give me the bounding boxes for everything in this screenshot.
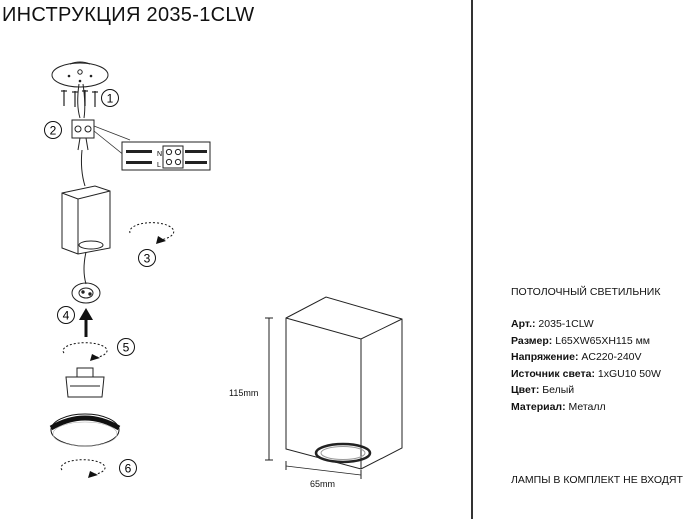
step-5-marker: 5	[117, 338, 135, 356]
mounting-plate-illustration	[51, 61, 109, 88]
spec-label: Размер:	[511, 334, 553, 347]
spec-row: Размер: L65XW65XH115 мм	[511, 333, 650, 350]
spec-row: Арт.: 2035-1CLW	[511, 316, 594, 333]
spec-value: AC220-240V	[581, 351, 642, 363]
luminaire-body-illustration	[61, 185, 111, 255]
svg-text:4: 4	[63, 309, 70, 323]
lamps-not-included-note: ЛАМПЫ В КОМПЛЕКТ НЕ ВХОДЯТ	[511, 474, 683, 486]
spec-row: Цвет: Белый	[511, 382, 574, 399]
step-3-marker: 3	[138, 249, 156, 267]
step-6-marker: 6	[119, 459, 137, 477]
spec-value: 1xGU10 50W	[597, 367, 661, 380]
spec-label: Материал:	[511, 400, 566, 413]
spec-label: Арт.:	[511, 318, 536, 330]
spec-label: Источник света:	[511, 367, 595, 380]
svg-text:2: 2	[50, 124, 57, 138]
wire-letter-l: L	[157, 162, 161, 169]
step-1-marker: 1	[101, 89, 119, 107]
product-type: ПОТОЛОЧНЫЙ СВЕТИЛЬНИК	[511, 286, 661, 298]
step-4-marker: 4	[57, 306, 75, 324]
gu10-socket-illustration	[71, 282, 101, 304]
terminal-block-illustration	[71, 119, 131, 161]
rotate-icon	[62, 342, 108, 361]
wiring-detail-illustration	[121, 141, 211, 171]
spec-value: Металл	[568, 400, 606, 413]
spec-value: L65XW65XH115 мм	[555, 334, 651, 347]
trim-ring-illustration	[49, 413, 121, 447]
wire-letter-n: N	[157, 151, 162, 158]
spec-value: 2035-1CLW	[538, 318, 594, 330]
spec-label: Цвет:	[511, 384, 540, 396]
spec-value: Белый	[542, 384, 575, 396]
gu10-lamp-illustration	[65, 367, 105, 398]
page-title: ИНСТРУКЦИЯ 2035-1CLW	[2, 4, 255, 26]
rotate-icon	[60, 459, 106, 478]
spec-row: Источник света: 1xGU10 50W	[511, 366, 661, 383]
screw-icons	[61, 90, 98, 107]
svg-text:3: 3	[144, 252, 151, 266]
spec-label: Напряжение:	[511, 351, 579, 363]
product-dimension-drawing	[265, 296, 403, 479]
svg-text:1: 1	[107, 92, 114, 106]
svg-text:5: 5	[123, 341, 130, 355]
rotate-icon	[129, 222, 175, 244]
column-divider	[471, 0, 473, 519]
spec-row: Напряжение: AC220-240V	[511, 349, 642, 366]
height-dimension-label: 115mm	[229, 388, 259, 398]
width-dimension-label: 65mm	[310, 479, 336, 489]
svg-text:6: 6	[125, 462, 132, 476]
spec-row: Материал: Металл	[511, 399, 606, 416]
arrow-up-icon	[79, 308, 93, 337]
step-2-marker: 2	[44, 121, 62, 139]
